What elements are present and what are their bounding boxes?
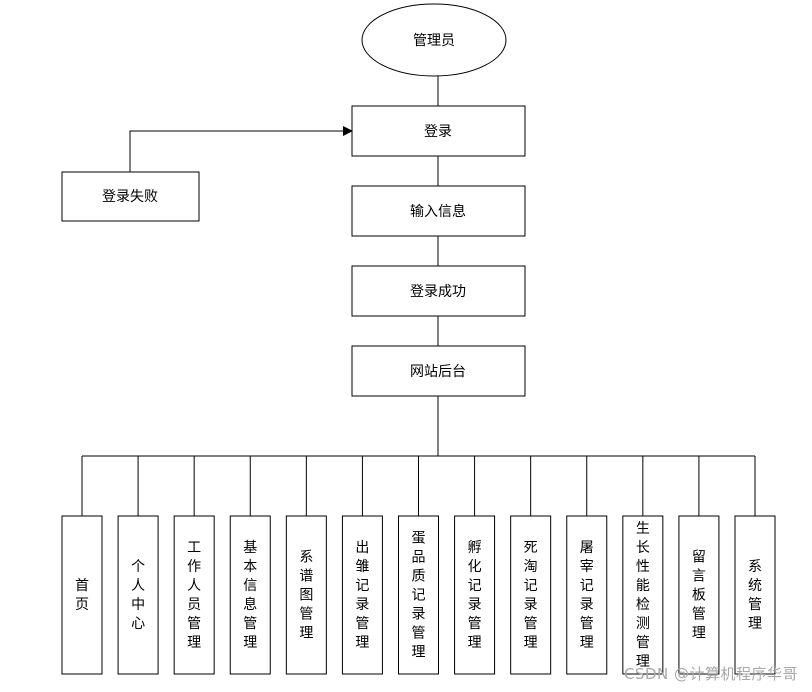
- input-info-node: [351, 185, 526, 237]
- login-node-label: 登录: [424, 124, 452, 140]
- module-label-9: 屠宰记录管理: [580, 540, 594, 651]
- watermark: CSDN @计算机程序华哥: [623, 665, 798, 683]
- input-info-node-label: 输入信息: [410, 203, 466, 220]
- module-label-4: 系谱图管理: [299, 550, 313, 642]
- module-label-3: 基本信息管理: [243, 539, 257, 651]
- module-label-8: 死淘记录管理: [524, 540, 538, 651]
- start-node-label: 管理员: [413, 33, 455, 49]
- backend-node-label: 网站后台: [410, 364, 466, 380]
- login-node: [351, 105, 526, 157]
- module-label-7: 孵化记录管理: [468, 540, 482, 651]
- login-fail-node: [61, 171, 200, 222]
- module-label-12: 系统管理: [748, 559, 762, 632]
- module-node-2: [173, 515, 215, 675]
- module-label-10: 生长性能检测管理: [636, 521, 650, 670]
- module-label-0: 首页: [75, 578, 89, 613]
- login-success-node-label: 登录成功: [410, 284, 466, 300]
- module-node-10: [622, 515, 664, 675]
- module-node-11: [678, 515, 720, 675]
- module-node-9: [566, 515, 608, 675]
- login-success-node: [351, 265, 526, 317]
- start-node: [361, 3, 507, 77]
- module-node-5: [341, 515, 383, 675]
- connector-fail-login: [129, 126, 353, 172]
- module-label-1: 个人中心: [131, 559, 145, 632]
- module-label-5: 出雏记录管理: [355, 540, 369, 651]
- module-node-4: [285, 515, 327, 675]
- module-label-6: 蛋品质记录管理: [412, 531, 426, 661]
- backend-node: [351, 345, 526, 397]
- module-node-7: [454, 515, 496, 675]
- module-label-11: 留言板管理: [692, 550, 706, 642]
- module-label-2: 工作人员管理: [187, 540, 201, 651]
- module-node-0: [61, 515, 103, 675]
- login-fail-node-label: 登录失败: [102, 189, 158, 205]
- module-node-12: [734, 515, 776, 675]
- module-node-1: [117, 515, 159, 675]
- module-group: 首页 个人中心 工作人员管理 基本信息管理 系谱图管理 出雏记录管理 蛋品质记录管理 孵化记录…: [61, 456, 776, 675]
- module-node-6: [398, 515, 439, 675]
- module-node-3: [229, 515, 271, 675]
- module-node-8: [510, 515, 552, 675]
